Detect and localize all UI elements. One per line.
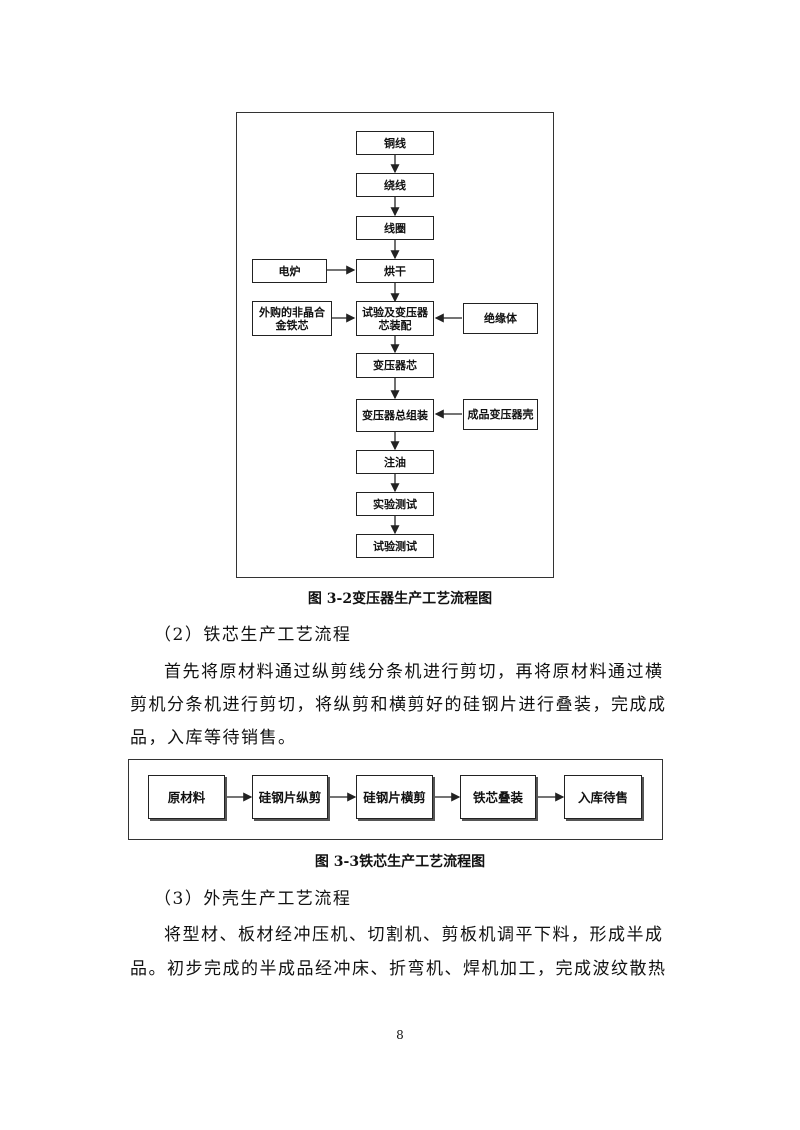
node-oil-filling: 注油 <box>356 450 434 474</box>
iron-node-core-stacking: 铁芯叠装 <box>460 775 536 819</box>
iron-node-warehouse: 入库待售 <box>564 775 642 819</box>
iron-node-raw-material: 原材料 <box>148 775 225 819</box>
node-finished-shell: 成品变压器壳 <box>463 399 538 430</box>
section-3-heading: （3）外壳生产工艺流程 <box>154 889 352 909</box>
section-2-line-2: 剪机分条机进行剪切，将纵剪和横剪好的硅钢片进行叠装，完成成 <box>130 695 667 715</box>
node-furnace: 电炉 <box>252 259 327 283</box>
node-transformer-core: 变压器芯 <box>356 353 434 378</box>
node-copper-wire: 铜线 <box>356 131 434 155</box>
node-experiment-test: 实验测试 <box>356 492 434 516</box>
section-3-line-2: 品。初步完成的半成品经冲床、折弯机、焊机加工，完成波纹散热 <box>130 959 667 979</box>
node-coil: 线圈 <box>356 216 434 240</box>
section-2-heading: （2）铁芯生产工艺流程 <box>154 625 352 645</box>
figure-3-3-frame <box>128 759 663 840</box>
node-insulator: 绝缘体 <box>463 303 538 334</box>
iron-node-longitudinal-cut: 硅钢片纵剪 <box>252 775 328 819</box>
figure-3-3-caption: 图 3-3铁芯生产工艺流程图 <box>314 854 486 870</box>
node-drying: 烘干 <box>356 259 434 283</box>
node-test-and-core-assembly: 试验及变压器芯装配 <box>356 301 434 336</box>
node-amorphous-core: 外购的非晶合金铁芯 <box>252 301 332 336</box>
section-3-line-1: 将型材、板材经冲压机、切割机、剪板机调平下料，形成半成 <box>164 925 664 945</box>
page-number: 8 <box>396 1028 404 1042</box>
section-2-line-3: 品，入库等待销售。 <box>130 728 297 748</box>
figure-3-2-caption: 图 3-2变压器生产工艺流程图 <box>307 591 493 607</box>
node-final-assembly: 变压器总组装 <box>356 399 434 432</box>
iron-node-transverse-cut: 硅钢片横剪 <box>356 775 433 819</box>
node-winding: 绕线 <box>356 173 434 197</box>
node-trial-test: 试验测试 <box>356 534 434 558</box>
figure-3-2-frame <box>236 112 554 578</box>
section-2-line-1: 首先将原材料通过纵剪线分条机进行剪切，再将原材料通过横 <box>164 662 664 682</box>
